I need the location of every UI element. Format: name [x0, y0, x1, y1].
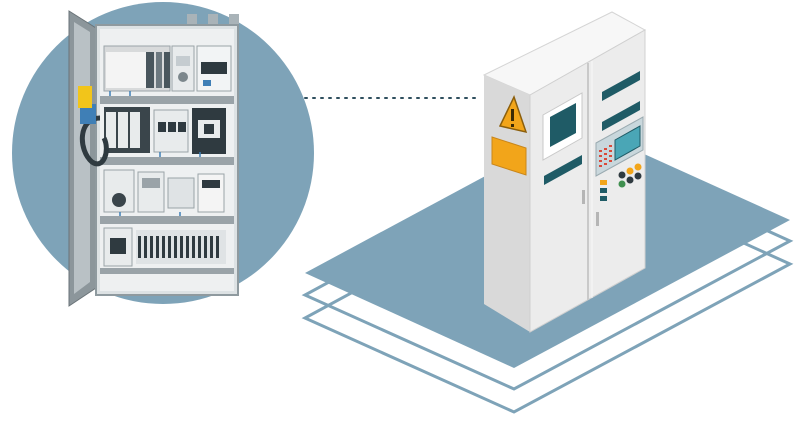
motor-protection-row: [103, 169, 225, 213]
right-door-switches: [600, 180, 607, 201]
door-cable-harness: [78, 86, 109, 167]
left-door-window: [550, 103, 576, 147]
terminal-block-row: [103, 227, 226, 267]
plc-module: [103, 45, 171, 92]
cable-gland: [187, 14, 197, 24]
open-electrical-cabinet: [68, 10, 239, 307]
right-door-handle: [596, 212, 599, 226]
left-door-handle: [582, 190, 585, 204]
right-door-label-strip-1: [602, 71, 640, 101]
left-door-label-strip: [544, 155, 582, 185]
right-door-label-strip-2: [602, 101, 640, 131]
internal-wiring: [109, 91, 201, 216]
control-panel-screen: [614, 125, 641, 161]
closed-electrical-cabinet: [482, 11, 647, 333]
indicator-lights: [618, 163, 642, 188]
power-supply: [171, 45, 195, 92]
warning-triangle-icon: [498, 95, 528, 134]
contactor-bank: [104, 107, 226, 154]
circuit-breakers-top: [196, 45, 232, 92]
cable-ducts: [100, 96, 234, 274]
control-panel-keypad: [599, 145, 612, 167]
warning-plate: [491, 136, 527, 176]
